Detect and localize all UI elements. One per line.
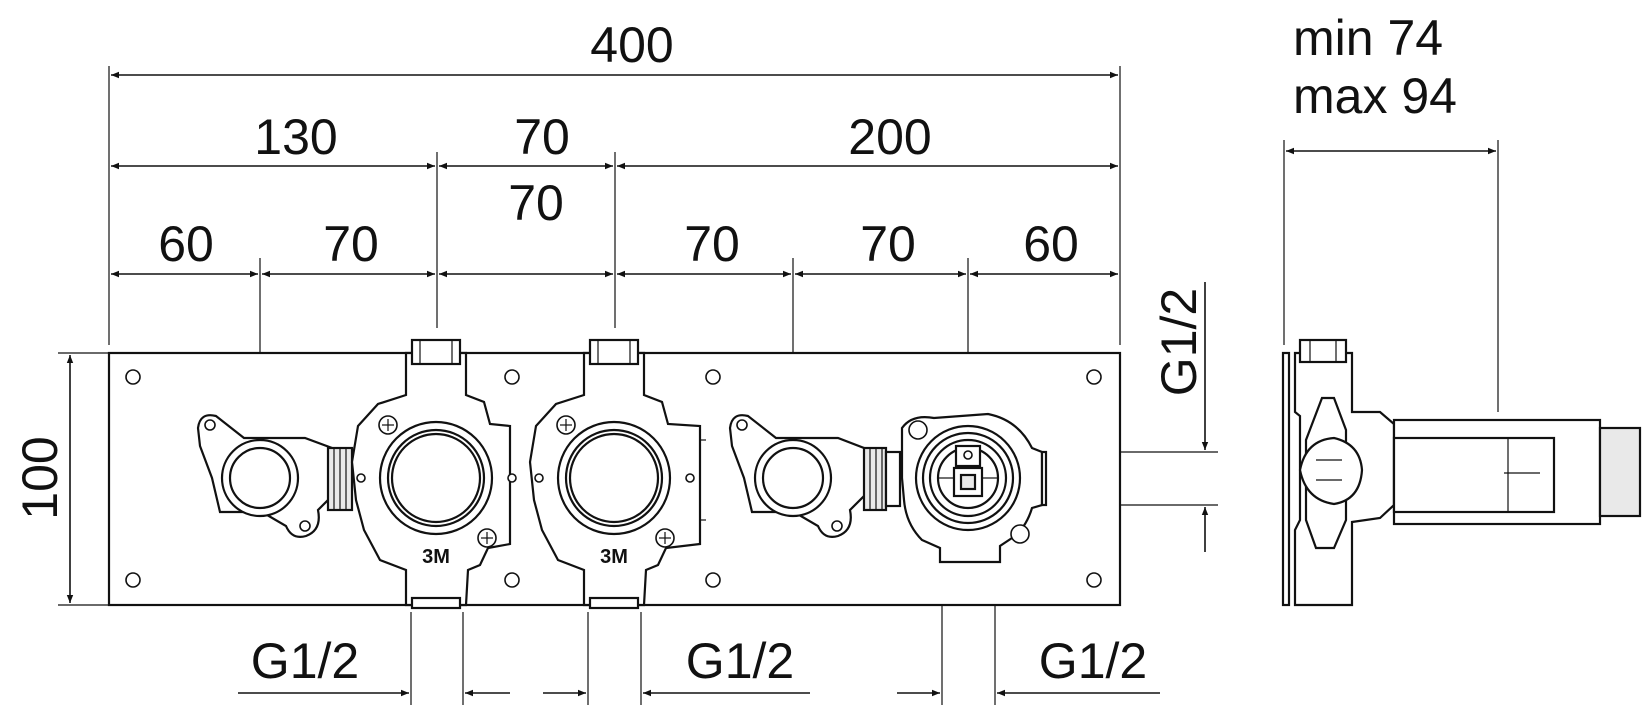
height-label: 100 <box>12 436 68 519</box>
segment-low-label-3: 70 <box>684 216 740 272</box>
bottom-thread-label-1: G1/2 <box>251 633 359 689</box>
diverter-body-1: 3M <box>350 338 517 610</box>
stop-valve-right <box>728 414 902 538</box>
segment-mid-label-2: 70 <box>514 109 570 165</box>
bottom-thread-label-2: G1/2 <box>686 633 794 689</box>
depth-max-label: max 94 <box>1293 68 1457 124</box>
segment-low-label-1: 60 <box>158 216 214 272</box>
side-top-nut <box>1298 338 1348 364</box>
side-plate <box>1281 351 1291 607</box>
bottom-thread-label-3: G1/2 <box>1039 633 1147 689</box>
stamp-label-1: 3M <box>422 546 450 568</box>
stamp-label-2: 3M <box>600 546 628 568</box>
segment-low-label-4: 70 <box>860 216 916 272</box>
front-view: 3M 3M <box>107 338 1122 610</box>
segment-low-label-5: 60 <box>1023 216 1079 272</box>
side-thread-label: G1/2 <box>1151 288 1207 396</box>
segment-mid-label-3: 200 <box>848 109 931 165</box>
segment-mid-label-1: 130 <box>254 109 337 165</box>
thermostatic-body <box>900 412 1048 564</box>
dimension-labels: 400 130 70 200 70 60 70 70 70 60 100 G1/… <box>12 10 1457 689</box>
total-width-label: 400 <box>590 17 673 73</box>
stop-valve-left <box>196 414 354 538</box>
side-view <box>1281 338 1642 607</box>
segment-low-label-2: 70 <box>323 216 379 272</box>
dimension-lines <box>58 66 1499 705</box>
plate-holes <box>125 369 1102 588</box>
diverter-body-2: 3M <box>528 338 706 610</box>
depth-min-label: min 74 <box>1293 10 1443 66</box>
segment-inner-label: 70 <box>508 175 564 231</box>
